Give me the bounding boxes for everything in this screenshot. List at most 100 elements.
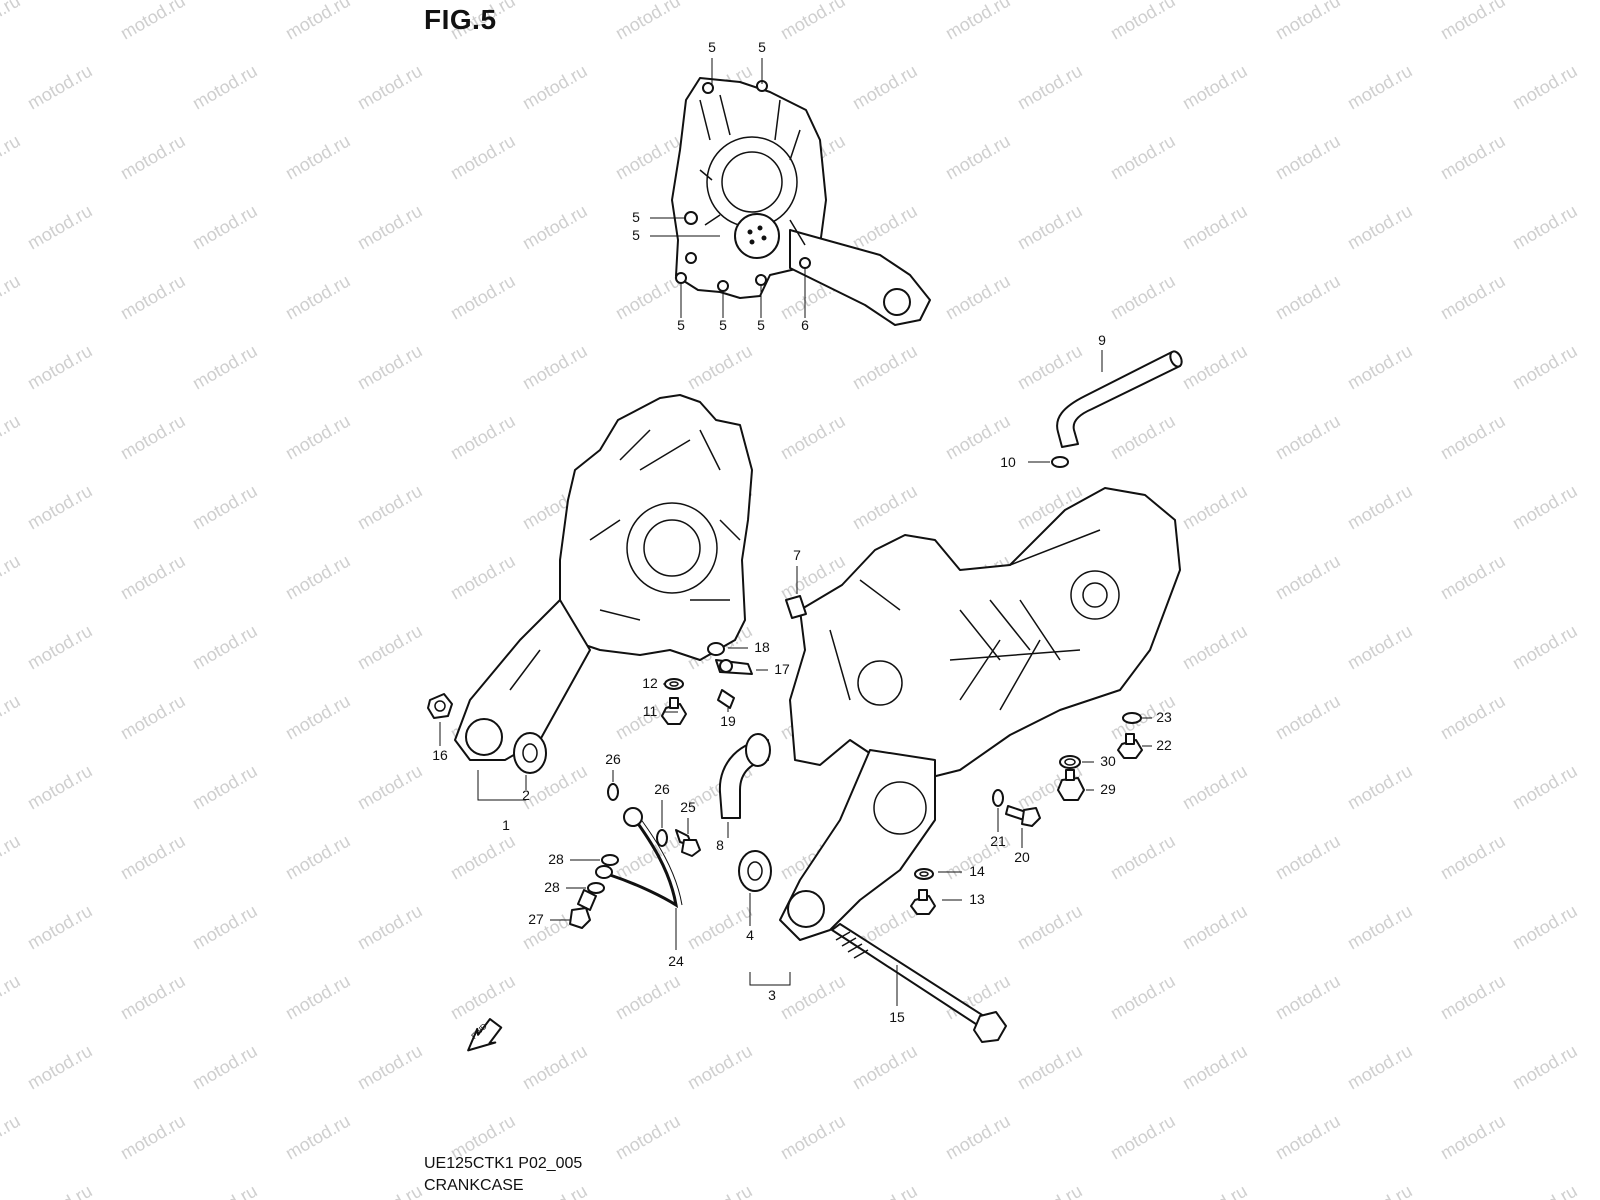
- callout-number: 5: [719, 317, 727, 333]
- watermark-text: motod.ru: [849, 201, 921, 254]
- washer-28a: [601, 854, 619, 866]
- watermark-text: motod.ru: [1437, 271, 1509, 324]
- watermark-text: motod.ru: [942, 0, 1014, 43]
- watermark-text: motod.ru: [24, 901, 96, 954]
- washer-21: [992, 789, 1004, 807]
- watermark-text: motod.ru: [189, 761, 261, 814]
- washer-30: [1059, 755, 1081, 769]
- watermark-text: motod.ru: [189, 201, 261, 254]
- watermark-text: motod.ru: [612, 0, 684, 43]
- watermark-text: motod.ru: [24, 201, 96, 254]
- watermark-text: motod.ru: [354, 481, 426, 534]
- watermark-text: motod.ru: [24, 61, 96, 114]
- callout-9: 9: [1098, 332, 1106, 372]
- watermark-text: motod.ru: [0, 691, 24, 744]
- watermark-text: motod.ru: [1179, 761, 1251, 814]
- watermark-text: motod.ru: [1437, 131, 1509, 184]
- watermark-text: motod.ru: [1509, 201, 1581, 254]
- callout-26-a: 26: [605, 751, 621, 782]
- callout-24: 24: [668, 908, 684, 969]
- watermark-text: motod.ru: [684, 901, 756, 954]
- nut-16: [427, 693, 453, 719]
- callout-number: 17: [774, 661, 790, 677]
- watermark-text: motod.ru: [612, 131, 684, 184]
- washer-23: [1122, 712, 1142, 724]
- crankcase-left-half: [454, 394, 753, 761]
- callout-number: 11: [643, 703, 658, 719]
- watermark-text: motod.ru: [612, 971, 684, 1024]
- watermark-text: motod.ru: [1272, 831, 1344, 884]
- callout-number: 25: [680, 799, 696, 815]
- watermark-text: motod.ru: [1344, 341, 1416, 394]
- watermark-text: motod.ru: [1107, 1111, 1179, 1164]
- watermark-text: motod.ru: [519, 61, 591, 114]
- bearing-2: [513, 732, 547, 774]
- watermark-text: motod.ru: [519, 1041, 591, 1094]
- watermark-text: motod.ru: [189, 481, 261, 534]
- watermark-text: motod.ru: [282, 831, 354, 884]
- bearing-4: [738, 850, 772, 892]
- watermark-text: motod.ru: [1344, 901, 1416, 954]
- watermark-text: motod.ru: [282, 0, 354, 43]
- watermark-text: motod.ru: [1107, 271, 1179, 324]
- watermark-text: motod.ru: [354, 1041, 426, 1094]
- watermark-text: motod.ru: [1437, 411, 1509, 464]
- watermark-text: motod.ru: [282, 271, 354, 324]
- bolt-27: [569, 889, 597, 929]
- callout-22: 22: [1142, 737, 1172, 753]
- bolt-13: [910, 889, 936, 915]
- callout-number: 5: [632, 227, 640, 243]
- callout-number: 7: [793, 547, 801, 563]
- watermark-text: motod.ru: [0, 411, 24, 464]
- watermark-text: motod.ru: [354, 621, 426, 674]
- watermark-text: motod.ru: [24, 1181, 96, 1200]
- watermark-text: motod.ru: [1272, 551, 1344, 604]
- watermark-text: motod.ru: [1272, 411, 1344, 464]
- long-bolt-15: [831, 923, 1007, 1043]
- callout-number: 4: [746, 927, 754, 943]
- watermark-text: motod.ru: [1179, 481, 1251, 534]
- callout-25: 25: [680, 799, 696, 834]
- watermark-text: motod.ru: [1437, 0, 1509, 43]
- watermark-text: motod.ru: [942, 131, 1014, 184]
- callout-8: 8: [716, 822, 729, 853]
- callout-number: 1: [502, 817, 510, 833]
- bolt-11: [661, 697, 687, 725]
- watermark-text: motod.ru: [684, 341, 756, 394]
- watermark-text: motod.ru: [282, 551, 354, 604]
- callout-28-a: 28: [548, 851, 600, 867]
- callout-number: 28: [544, 879, 560, 895]
- callout-18: 18: [728, 639, 770, 655]
- watermark-text: motod.ru: [189, 1181, 261, 1200]
- callout-number: 19: [720, 713, 736, 729]
- callout-16: 16: [432, 722, 448, 763]
- watermark-text: motod.ru: [1014, 1041, 1086, 1094]
- callout-number: 5: [632, 209, 640, 225]
- watermark-text: motod.ru: [1437, 691, 1509, 744]
- watermark-text: motod.ru: [189, 1041, 261, 1094]
- callout-number: 16: [432, 747, 448, 763]
- watermark-text: motod.ru: [117, 691, 189, 744]
- figure-code: UE125CTK1 P02_005: [424, 1155, 583, 1172]
- watermark-text: motod.ru: [282, 131, 354, 184]
- callout-3: 3: [749, 972, 791, 1003]
- watermark-text: motod.ru: [1179, 901, 1251, 954]
- callout-number: 28: [548, 851, 564, 867]
- watermark-text: motod.ru: [1014, 1181, 1086, 1200]
- callout-10: 10: [1000, 454, 1050, 470]
- watermark-text: motod.ru: [354, 901, 426, 954]
- watermark-text: motod.ru: [519, 201, 591, 254]
- callout-23: 23: [1142, 709, 1172, 725]
- callout-number: 14: [969, 863, 985, 879]
- watermark-text: motod.ru: [1272, 971, 1344, 1024]
- callout-number: 8: [716, 837, 724, 853]
- callout-number: 9: [1098, 332, 1106, 348]
- watermark-text: motod.ru: [24, 481, 96, 534]
- watermark-text: motod.ru: [354, 1181, 426, 1200]
- callout-5-f: 5: [719, 291, 727, 333]
- watermark-text: motod.ru: [0, 131, 24, 184]
- watermark-text: motod.ru: [282, 411, 354, 464]
- callout-20: 20: [1014, 828, 1030, 865]
- callout-12: 12: [642, 675, 666, 691]
